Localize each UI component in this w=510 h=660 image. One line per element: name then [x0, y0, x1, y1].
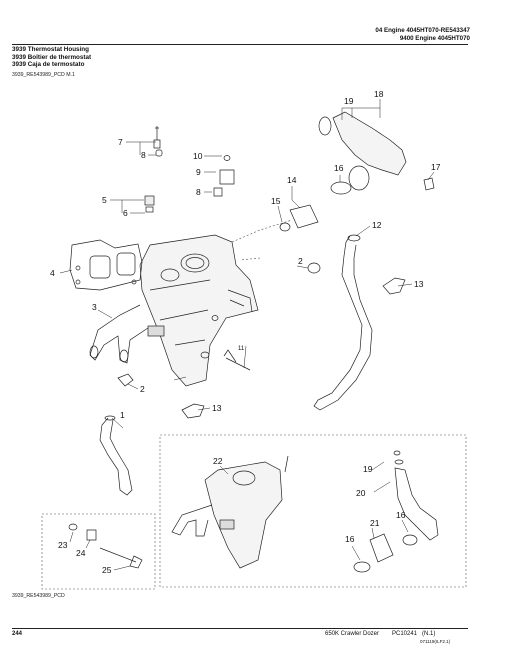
publication-code: PC10241: [392, 631, 418, 637]
callout-3: 3: [92, 302, 97, 312]
footer-rule: [12, 628, 468, 629]
callout-18: 18: [374, 89, 384, 99]
callout-leaders: [59, 99, 435, 429]
callout-2: 2: [140, 384, 145, 394]
revision: (N.1): [422, 631, 436, 637]
callout-15: 15: [271, 196, 281, 206]
callout-24: 24: [76, 548, 86, 558]
fastener-kit-box: [41, 513, 156, 590]
callout-13b: 13: [212, 403, 222, 413]
callout-5: 5: [102, 195, 107, 205]
callout-20: 20: [356, 488, 366, 498]
title-english: 3939 Thermostat Housing: [12, 46, 89, 53]
callout-9: 9: [196, 167, 201, 177]
callout-6: 6: [123, 208, 128, 218]
callout-7: 7: [118, 137, 123, 147]
callout-25: 25: [102, 565, 112, 575]
callout-4: 4: [50, 268, 55, 278]
callout-19: 19: [344, 96, 354, 106]
figure-caption: 3939_RE543989_PCD: [12, 593, 65, 599]
callout-21: 21: [370, 518, 380, 528]
callout-17: 17: [431, 162, 441, 172]
callout-19b: 19: [363, 464, 373, 474]
callout-2b: 2: [298, 256, 303, 266]
thermostat-housing-drawing: [139, 234, 259, 387]
callout-8b: 8: [196, 187, 201, 197]
title-french: 3939 Boîtier de thermostat: [12, 53, 92, 61]
alternate-config-box: [159, 434, 467, 588]
callout-12: 12: [372, 220, 382, 230]
title-spanish: 3939 Caja de termostato: [12, 61, 85, 69]
section-title: 3939 Thermostat Housing 3939 Boîtier de …: [12, 46, 91, 69]
header-subsection-line: 9400 Engine 4045HT070: [399, 35, 470, 42]
page-number: 244: [12, 631, 23, 637]
callout-14: 14: [287, 175, 297, 185]
callout-10: 10: [193, 151, 203, 161]
callout-23: 23: [58, 540, 68, 550]
callout-13: 13: [414, 279, 424, 289]
figure-reference: 3939_RE543989_PCD M.1: [12, 72, 75, 78]
dashed-panels: [41, 219, 467, 590]
callout-labels: 1 2 2 3 4 5 6 7 8 8 9 10 11 12 13 13 14 …: [50, 89, 441, 575]
header-engine-line: 04 Engine 4045HT070-RE543347: [375, 27, 470, 34]
callout-16b: 16: [396, 510, 406, 520]
fastener-kit-drawing: [68, 523, 143, 569]
header-rule: [12, 44, 468, 45]
housing-arm-drawing: [89, 304, 149, 364]
publication-title: 650K Crawler Dozer: [325, 631, 380, 637]
callout-22: 22: [213, 456, 223, 466]
callout-1: 1: [120, 410, 125, 420]
callout-11: 11: [238, 346, 245, 352]
callout-16: 16: [334, 163, 344, 173]
gasket-drawing: [69, 239, 143, 291]
callout-16c: 16: [345, 534, 355, 544]
alternate-config-drawing: [171, 450, 439, 573]
date-code: 071119(ILF2.1): [420, 639, 451, 644]
callout-8: 8: [141, 150, 146, 160]
